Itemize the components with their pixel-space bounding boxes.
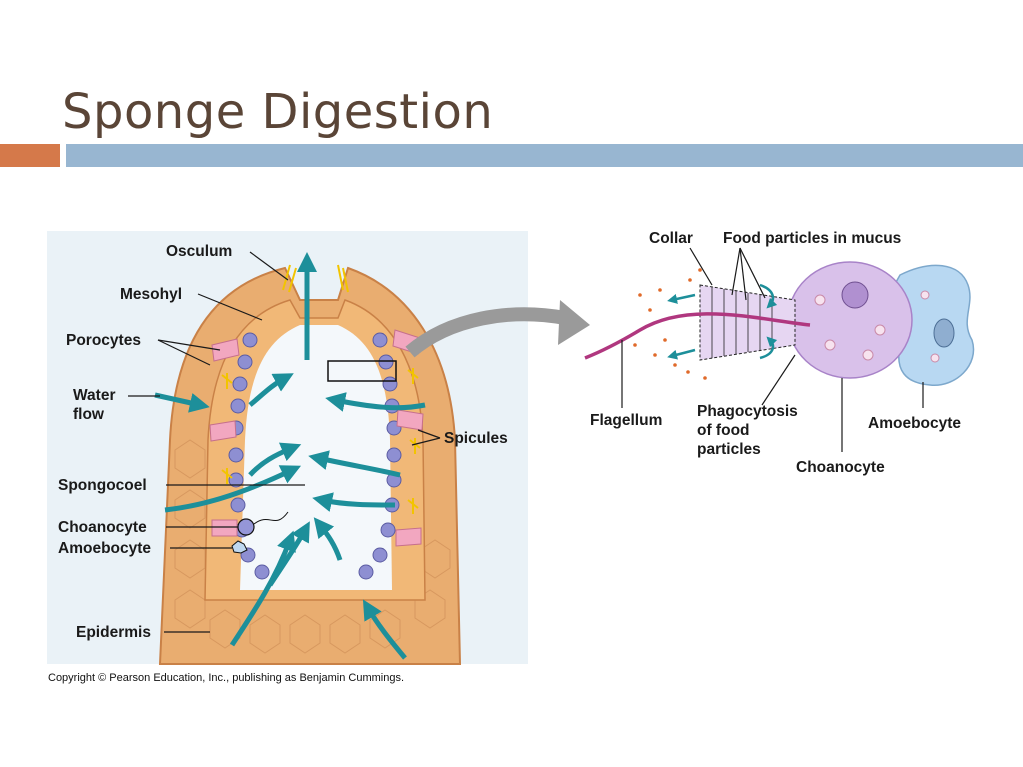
- left-amoebocyte-icon: [231, 540, 248, 554]
- magnify-arrowhead: [558, 300, 590, 345]
- label-phagocytosis-line1: Phagocytosis: [697, 403, 798, 420]
- label-right-amoebocyte: Amoebocyte: [868, 415, 961, 432]
- label-amoebocyte: Amoebocyte: [58, 540, 151, 557]
- label-collar: Collar: [649, 230, 693, 247]
- label-water-flow-line2: flow: [73, 406, 105, 423]
- choanocyte-detail: [584, 261, 975, 386]
- label-water-flow-line1: Water: [73, 387, 116, 404]
- choanocyte-nucleus: [841, 281, 869, 309]
- label-osculum: Osculum: [166, 243, 232, 260]
- label-porocytes: Porocytes: [66, 332, 141, 349]
- label-phagocytosis-line3: particles: [697, 441, 761, 458]
- slide-title: Sponge Digestion: [62, 84, 494, 140]
- accent-bar-blue: [66, 144, 1023, 167]
- label-food-particles: Food particles in mucus: [723, 230, 901, 247]
- flagellum: [584, 312, 811, 360]
- label-flagellum: Flagellum: [590, 412, 662, 429]
- label-spicules: Spicules: [444, 430, 508, 447]
- choanocyte-cell: [787, 261, 913, 379]
- label-right-choanocyte: Choanocyte: [796, 459, 885, 476]
- label-epidermis: Epidermis: [76, 624, 151, 641]
- label-spongocoel: Spongocoel: [58, 477, 147, 494]
- label-phagocytosis-line2: of food: [697, 422, 750, 439]
- amoebocyte-nucleus: [933, 318, 955, 348]
- copyright-text: Copyright © Pearson Education, Inc., pub…: [48, 672, 405, 684]
- right-leader-lines: [621, 247, 924, 452]
- water-flow-arrows: [154, 252, 426, 660]
- label-mesohyl: Mesohyl: [120, 286, 182, 303]
- accent-bar-orange: [0, 144, 60, 167]
- label-choanocyte: Choanocyte: [58, 519, 147, 536]
- sponge-body: [158, 264, 462, 665]
- magnify-arrow: [405, 307, 567, 358]
- left-choanocyte-icon: [237, 511, 289, 536]
- left-leader-lines: [128, 251, 441, 633]
